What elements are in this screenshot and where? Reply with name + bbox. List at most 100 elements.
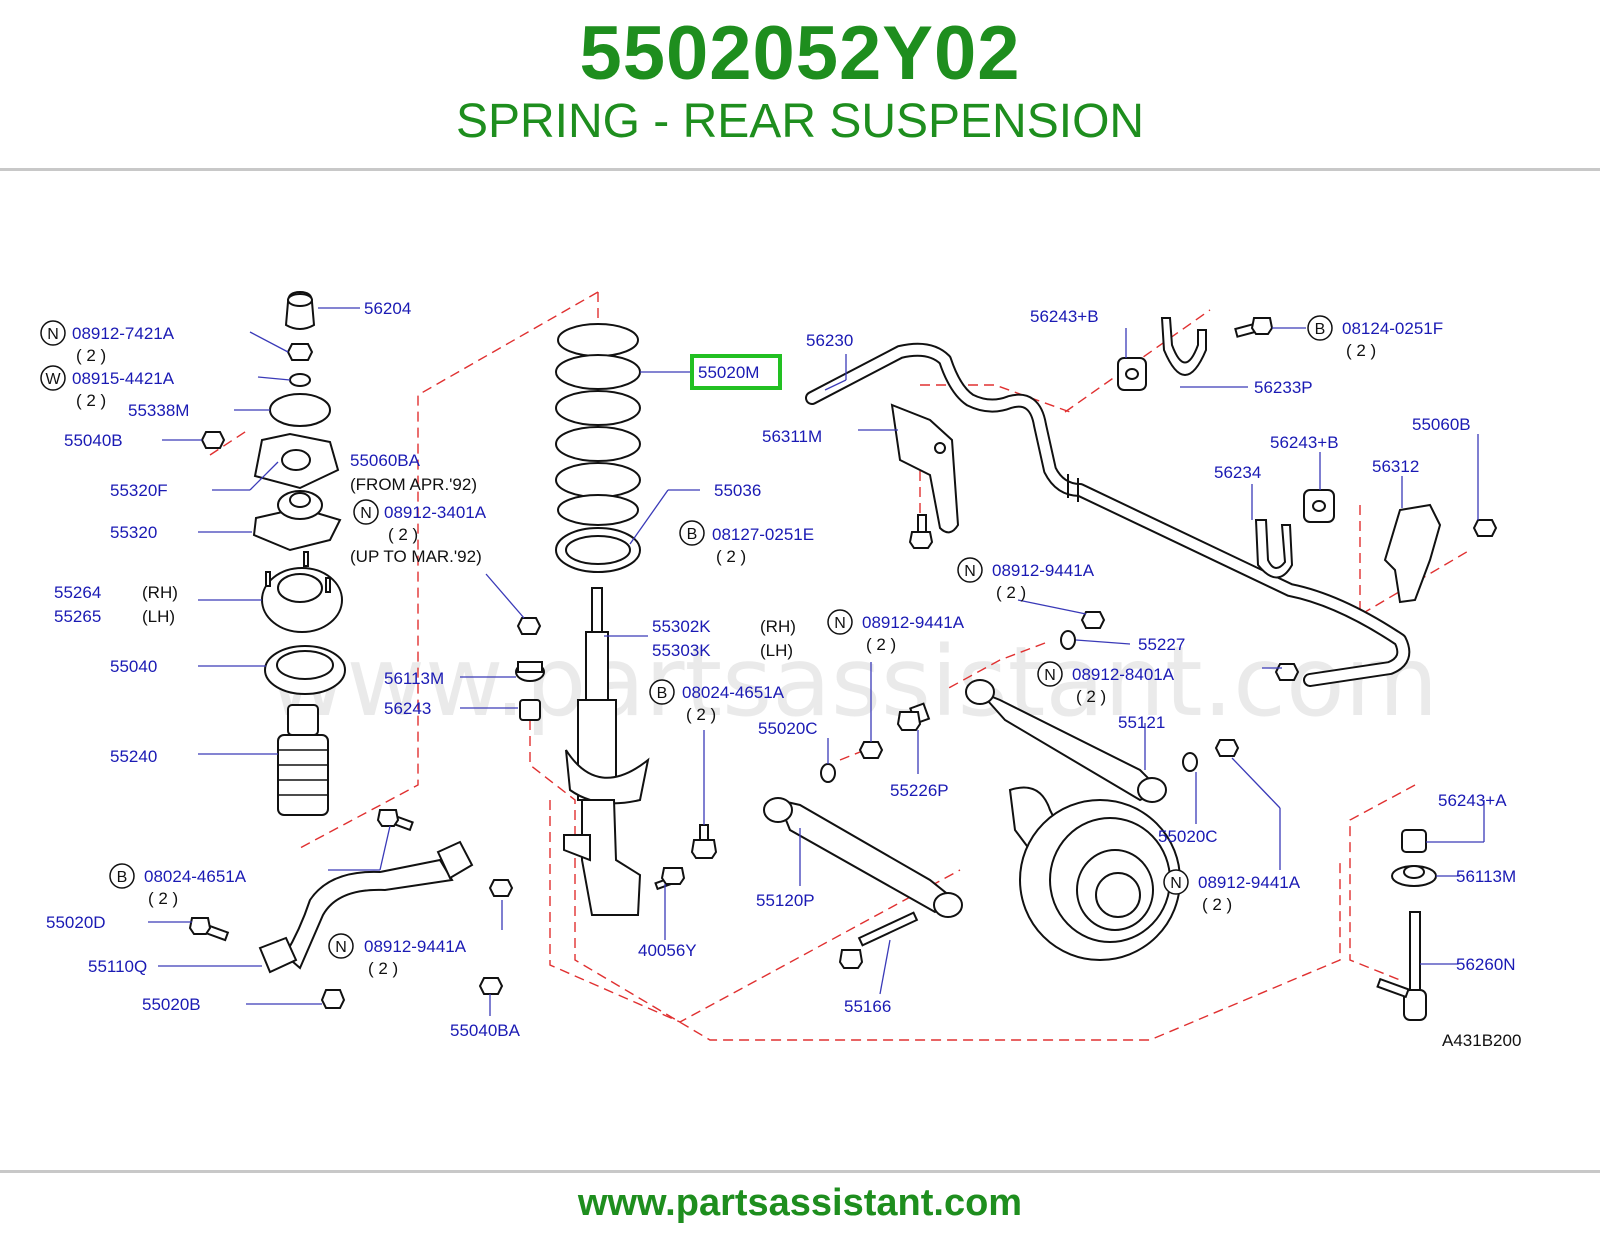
washer-55020C-right [1182,752,1198,772]
header-divider [0,168,1600,171]
label-55303K[interactable]: 55303K [652,641,711,660]
badge-n-7421: N [40,320,66,346]
label-08127-0251E[interactable]: 08127-0251E [712,525,814,544]
label-08915-4421A[interactable]: 08915-4421A [72,369,175,388]
label-56234[interactable]: 56234 [1214,463,1261,482]
bushing-56113M [515,661,545,682]
label-55226P[interactable]: 55226P [890,781,949,800]
bracket-56311M [890,403,960,534]
badge-n-8401: N [1037,661,1063,687]
label-56113M[interactable]: 56113M [384,669,444,688]
qty-4421: ( 2 ) [76,391,106,410]
label-08124-0251F[interactable]: 08124-0251F [1342,319,1443,338]
qty-9441-1: ( 2 ) [368,959,398,978]
qty-9441-4: ( 2 ) [1202,895,1232,914]
qty-0251F: ( 2 ) [1346,341,1376,360]
selected-part-highlight [690,354,782,390]
label-56311M[interactable]: 56311M [762,427,822,446]
note-from-apr-92: (FROM APR.'92) [350,475,477,494]
label-40056Y[interactable]: 40056Y [638,941,697,960]
rh-55302K: (RH) [760,617,796,636]
note-up-to-mar-92: (UP TO MAR.'92) [350,547,482,566]
footer-site-url[interactable]: www.partsassistant.com [577,1182,1023,1224]
label-08912-9441A-4[interactable]: 08912-9441A [1198,873,1301,892]
watermark-text: www.partsassistant.com [268,626,1438,738]
lh-55303K: (LH) [760,641,793,660]
label-56230[interactable]: 56230 [806,331,853,350]
label-08024-4651A-1[interactable]: 08024-4651A [682,683,785,702]
seat-55040 [264,645,346,695]
label-55020C-2[interactable]: 55020C [1158,827,1218,846]
nut-08912-9441A-upper [1080,611,1106,629]
label-56243B-2[interactable]: 56243+B [1270,433,1339,452]
qty-9441-3: ( 2 ) [866,635,896,654]
label-55060B[interactable]: 55060B [1412,415,1471,434]
label-55240[interactable]: 55240 [110,747,157,766]
lh-55265: (LH) [142,607,175,626]
label-55040[interactable]: 55040 [110,657,157,676]
svg-text:N: N [964,563,976,580]
label-08024-4651A-2[interactable]: 08024-4651A [144,867,247,886]
label-56260N[interactable]: 56260N [1456,955,1516,974]
mount-55320 [252,490,342,552]
nut-55040B [200,431,226,449]
bolt-56311M-mount [908,514,934,549]
label-56243A[interactable]: 56243+A [1438,791,1507,810]
label-55020M[interactable]: 55020M [698,363,759,382]
part-number-title: 5502052Y02 [579,11,1021,96]
plate-55320F [253,432,340,490]
rear-link-55120P [763,797,963,918]
label-56243[interactable]: 56243 [384,699,431,718]
label-08912-3401A[interactable]: 08912-3401A [384,503,487,522]
nut-08912-7421A [286,343,314,361]
label-55110Q[interactable]: 55110Q [88,957,147,976]
clamp-56234 [1254,519,1294,579]
bushing-56243B-upper [1117,357,1147,391]
badge-w-4421: W [40,365,66,391]
label-08912-8401A[interactable]: 08912-8401A [1072,665,1175,684]
label-55020B[interactable]: 55020B [142,995,201,1014]
label-55166[interactable]: 55166 [844,997,891,1016]
label-08912-9441A-2[interactable]: 08912-9441A [992,561,1095,580]
leader-lines [148,307,1485,1016]
label-56204[interactable]: 56204 [364,299,411,318]
label-55302K[interactable]: 55302K [652,617,711,636]
seal-55338M [269,393,331,427]
label-08912-9441A-3[interactable]: 08912-9441A [862,613,965,632]
label-55338M[interactable]: 55338M [128,401,189,420]
label-55040BA[interactable]: 55040BA [450,1021,521,1040]
nut-08912-9441A-right [1214,739,1240,757]
label-56113M-2[interactable]: 56113M [1456,867,1516,886]
label-08912-7421A[interactable]: 08912-7421A [72,324,175,343]
svg-text:B: B [657,685,668,702]
label-55320[interactable]: 55320 [110,523,157,542]
qty-7421: ( 2 ) [76,346,106,365]
svg-text:N: N [834,615,846,632]
clamp-56233P [1160,317,1207,376]
label-55227[interactable]: 55227 [1138,635,1185,654]
svg-text:N: N [1044,667,1056,684]
nut-55020B [320,989,346,1009]
label-56312[interactable]: 56312 [1372,457,1419,476]
label-56233P[interactable]: 56233P [1254,378,1313,397]
bolt-08124-0251F [1234,317,1274,338]
label-55121[interactable]: 55121 [1118,713,1165,732]
label-55020D[interactable]: 55020D [46,913,106,932]
label-55060BA[interactable]: 55060BA [350,451,421,470]
bumper-cap-56204 [284,290,316,330]
label-55264[interactable]: 55264 [54,583,101,602]
label-55320F[interactable]: 55320F [110,481,168,500]
nut-08912-9441A-left [488,879,514,897]
assembly-guide-lines [209,291,1471,1041]
label-55036[interactable]: 55036 [714,481,761,500]
badge-b-0251F: B [1307,315,1333,341]
diagram-code: A431B200 [1442,1031,1521,1050]
label-55265[interactable]: 55265 [54,607,101,626]
label-55040B[interactable]: 55040B [64,431,123,450]
label-55020C-1[interactable]: 55020C [758,719,818,738]
svg-text:N: N [335,939,347,956]
label-55120P[interactable]: 55120P [756,891,815,910]
label-08912-9441A-1[interactable]: 08912-9441A [364,937,467,956]
label-56243B-1[interactable]: 56243+B [1030,307,1099,326]
